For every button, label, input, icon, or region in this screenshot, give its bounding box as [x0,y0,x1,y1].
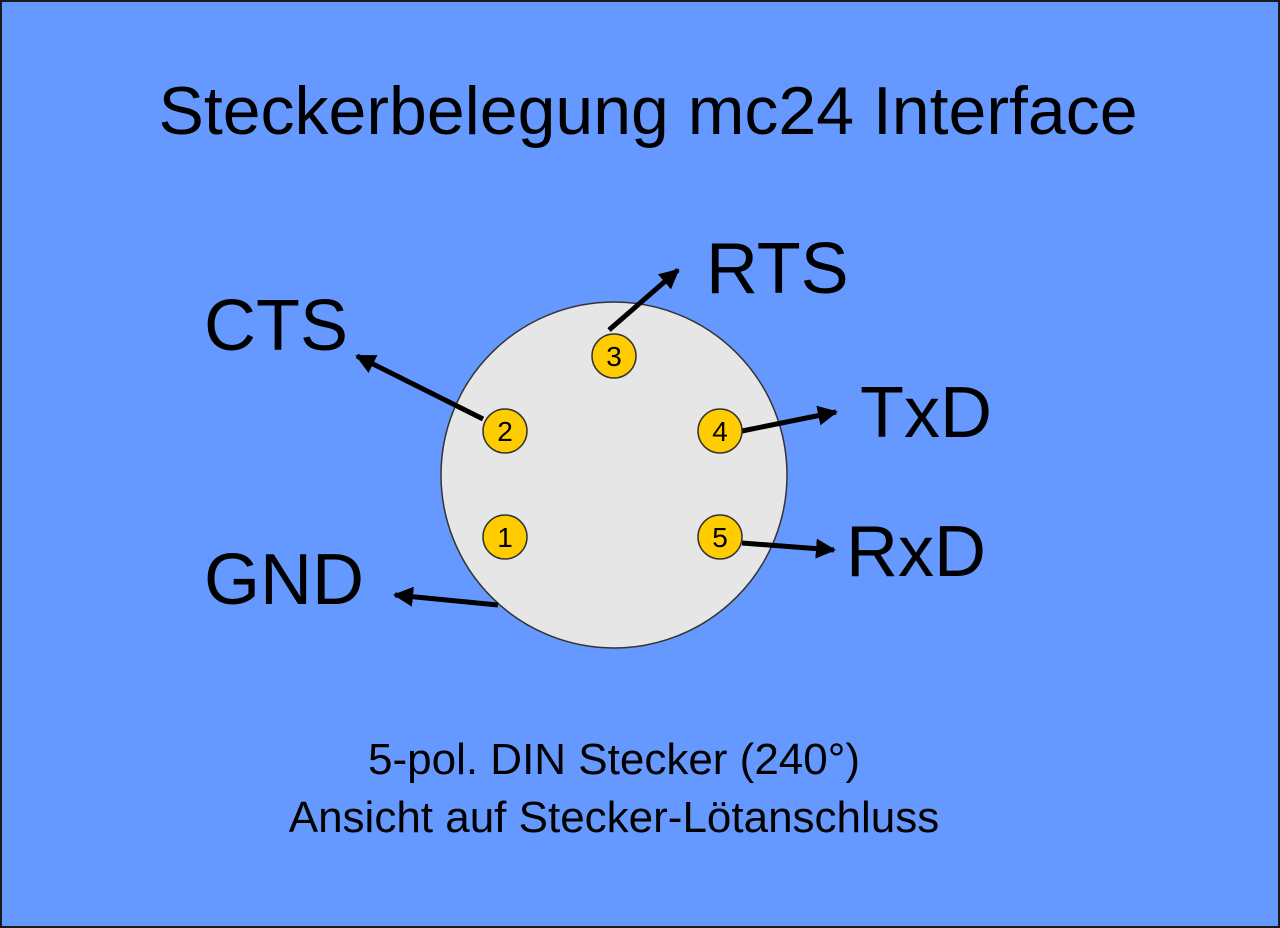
arrow-cts [355,353,485,422]
pin-4: 4 [697,408,743,454]
caption-line-2: Ansicht auf Stecker-Lötanschluss [289,793,940,842]
pin-5: 5 [697,514,743,560]
label-cts: CTS [204,286,348,366]
arrow-rxd [741,538,836,559]
pin-number: 3 [606,341,622,372]
label-rts: RTS [706,229,849,309]
arrow-txd [741,405,838,434]
arrow-gnd [393,586,499,608]
pin-number: 4 [712,416,728,447]
pin-2: 2 [482,408,528,454]
pin-1: 1 [482,514,528,560]
diagram-title: Steckerbelegung mc24 Interface [158,73,1137,149]
pin-number: 5 [712,522,728,553]
label-gnd: GND [204,540,364,620]
label-rxd: RxD [846,512,986,592]
pin-number: 1 [497,522,513,553]
pin-3: 3 [591,333,637,379]
pin-number: 2 [497,416,513,447]
label-txd: TxD [860,373,992,453]
caption-line-1: 5-pol. DIN Stecker (240°) [368,735,860,784]
arrow-rts [607,268,680,332]
din-connector-body [440,301,788,649]
